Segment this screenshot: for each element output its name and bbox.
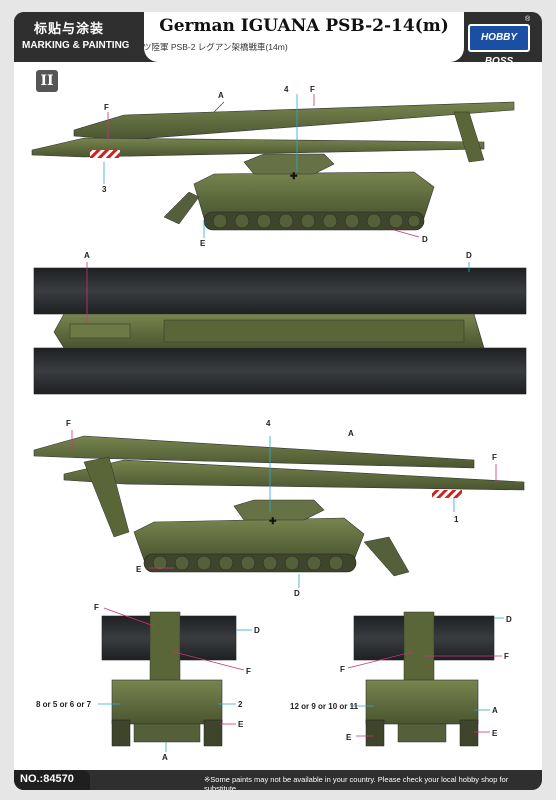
page-title: German IGUANA PSB-2-14(m) — [159, 16, 449, 36]
side2-label-f2: F — [492, 453, 497, 462]
side-view-2: ✚ F 4 A F 1 E D — [33, 419, 525, 598]
paint-disclaimer: ※Some paints may not be available in you… — [204, 775, 509, 790]
brand-registered: ® — [525, 16, 531, 23]
rear-label-decal: 12 or 9 or 10 or 11 — [290, 702, 359, 711]
top-view: A D — [33, 251, 527, 395]
front-label-2: 2 — [238, 700, 243, 709]
side1-label-a: A — [218, 91, 224, 100]
top-label-a: A — [84, 251, 90, 260]
section-tab: 标贴与涂装 MARKING & PAINTING — [14, 12, 146, 62]
step-number: II — [36, 70, 58, 92]
rear-label-f1: F — [340, 665, 345, 674]
front-label-a: A — [162, 753, 168, 762]
front-label-decal: 8 or 5 or 6 or 7 — [36, 700, 92, 709]
front-label-d: D — [254, 626, 260, 635]
model-number-tab: NO.:84570 — [14, 770, 90, 790]
side2-label-e: E — [136, 565, 142, 574]
title-panel — [144, 12, 464, 62]
rear-label-d: D — [506, 615, 512, 624]
rear-view: D F F 12 or 9 or 10 or 11 A E E — [290, 611, 512, 747]
rear-label-e1: E — [346, 733, 352, 742]
svg-text:✚: ✚ — [290, 171, 298, 181]
brand-logo: HOBBY BOSS — [468, 24, 530, 67]
section-title-en: MARKING & PAINTING — [22, 40, 130, 51]
subtitle-cn: 德国“鬣蜥”装甲架桥车带14米桥 — [332, 42, 445, 51]
side1-label-f1: F — [104, 103, 109, 112]
side2-label-1: 1 — [454, 515, 459, 524]
footer-bar: NO.:84570 ※Some paints may not be availa… — [14, 770, 542, 790]
subtitle-jp: ドイツ陸軍 PSB-2 レグアン架橋戦車(14m) — [126, 42, 288, 52]
side2-label-4: 4 — [266, 419, 271, 428]
front-label-f2: F — [246, 667, 251, 676]
model-number: NO.:84570 — [20, 773, 74, 785]
header-bar: 标贴与涂装 MARKING & PAINTING German IGUANA P… — [14, 12, 542, 67]
rear-label-a: A — [492, 706, 498, 715]
front-label-f1: F — [94, 603, 99, 612]
side2-label-d: D — [294, 589, 300, 598]
side1-label-d: D — [422, 235, 428, 244]
rear-label-f2: F — [504, 652, 509, 661]
rear-label-e2: E — [492, 729, 498, 738]
side2-label-a: A — [348, 429, 354, 438]
side-view-1: ✚ A F 4 F 3 E D — [31, 85, 515, 248]
vehicle-illustrations: ✚ A F 4 F 3 E D A D — [31, 85, 527, 762]
side2-label-f1: F — [66, 419, 71, 428]
svg-text:✚: ✚ — [269, 516, 277, 526]
side1-label-4: 4 — [284, 85, 289, 94]
side1-label-3: 3 — [102, 185, 107, 194]
front-label-e: E — [238, 720, 244, 729]
side1-label-e: E — [200, 239, 206, 248]
instruction-page: 标贴与涂装 MARKING & PAINTING German IGUANA P… — [14, 12, 542, 790]
section-title-cn: 标贴与涂装 — [34, 21, 105, 36]
side1-label-f2: F — [310, 85, 315, 94]
top-label-d: D — [466, 251, 472, 260]
front-view: F D F 8 or 5 or 6 or 7 2 E A — [36, 603, 260, 762]
